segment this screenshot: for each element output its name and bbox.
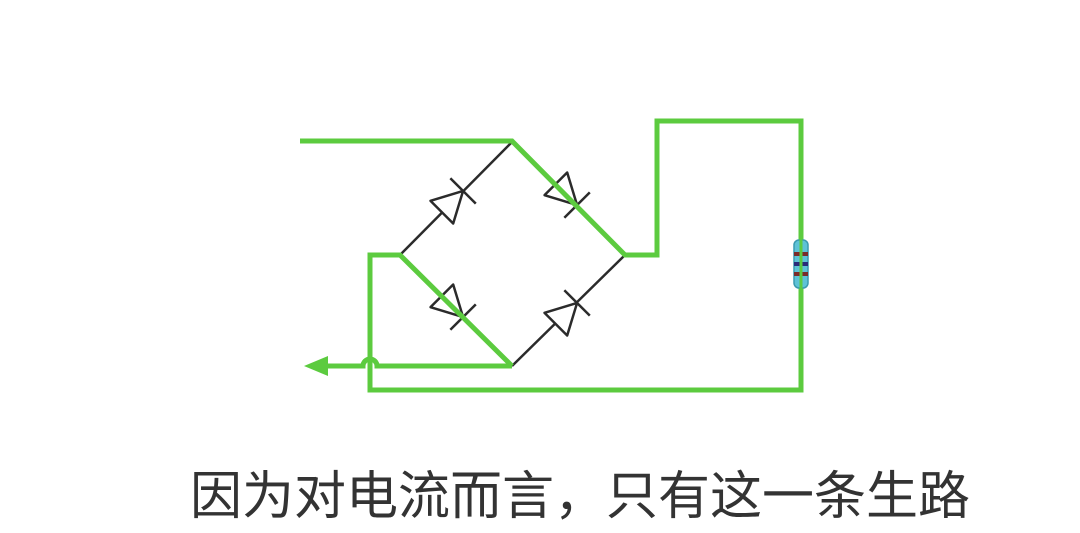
bridge-wiring: [399, 141, 626, 367]
diode-bar: [449, 177, 477, 205]
diode-triangle: [543, 301, 579, 337]
slide-caption: 因为对电流而言，只有这一条生路: [189, 467, 970, 527]
diode-bar: [563, 289, 591, 317]
current-path-input-to-load: [300, 118, 804, 393]
diode-lower-right: [543, 289, 591, 337]
arrow-left-icon: [304, 356, 328, 376]
current-path-output-with-hop: [322, 356, 512, 369]
diode-upper-left: [429, 177, 477, 225]
resistor: [793, 236, 809, 292]
current-path: [300, 118, 804, 393]
diode-triangle: [429, 189, 465, 225]
